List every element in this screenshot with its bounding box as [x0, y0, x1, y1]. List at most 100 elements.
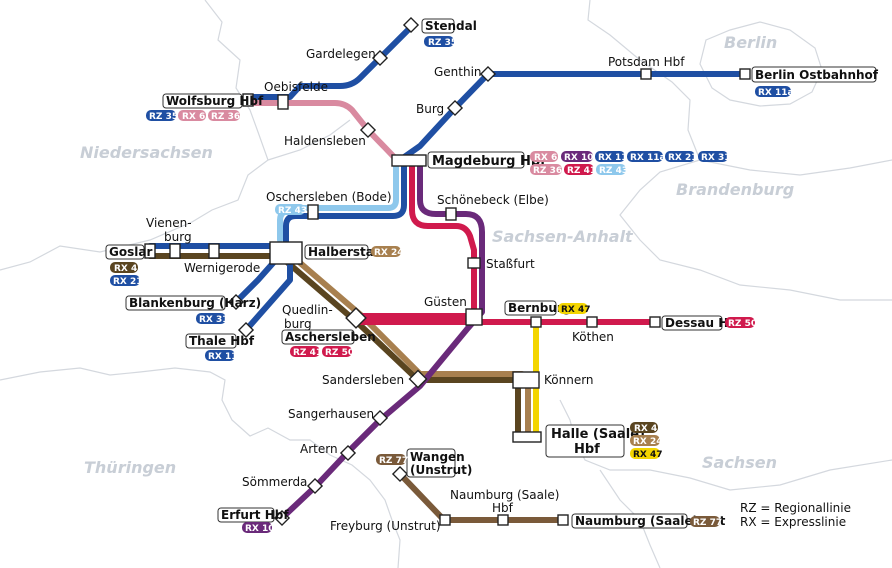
badge-halle-1: RX 24 [633, 437, 663, 447]
badge-erfurt-0: RX 10 [245, 524, 275, 534]
label-aschersleben: Aschersleben [285, 330, 376, 344]
marker-guesten [465, 308, 483, 326]
marker-bernburg [530, 316, 542, 328]
label-vienenburg-1: Vienen- [146, 216, 192, 230]
marker-blankenburg [227, 293, 245, 311]
marker-wangen [391, 465, 409, 483]
marker-stendal [402, 16, 420, 34]
label-blankenburg: Blankenburg (Harz) [129, 296, 261, 310]
badge-dessau-0: RZ 50 [728, 319, 757, 329]
marker-schoenebeck [445, 207, 457, 221]
label-bernburg: Bernburg [508, 301, 571, 315]
marker-halberstadt [269, 241, 303, 265]
label-vienenburg-2: burg [164, 230, 192, 244]
line-rx11-east [397, 71, 748, 163]
region-brandenburg: Brandenburg [676, 180, 794, 199]
label-dessau: Dessau Hbf [665, 316, 743, 330]
label-naumburg-hbf-2: Hbf [492, 501, 514, 515]
badge-wolfsburg-0: RZ 35 [149, 112, 178, 122]
label-guesten: Güsten [424, 295, 467, 309]
marker-wernigerode [208, 243, 220, 259]
badge-aschersleben-1: RZ 50 [325, 348, 354, 358]
legend: RZ = Regionallinie RX = Expresslinie [740, 501, 851, 529]
label-oschersleben: Oschersleben (Bode) [266, 190, 392, 204]
label-naumburg-ost: Naumburg (Saale) Ost [575, 514, 726, 528]
label-stassfurt: Staßfurt [486, 257, 535, 271]
region-niedersachsen: Niedersachsen [80, 143, 213, 162]
badge-goslar-1: RX 21 [113, 277, 143, 287]
region-labels: Niedersachsen Berlin Brandenburg Sachsen… [80, 33, 794, 477]
label-erfurt: Erfurt Hbf [221, 508, 289, 522]
badge-bernburg-0: RX 47 [561, 305, 591, 315]
marker-erfurt [273, 509, 291, 527]
marker-genthin [479, 65, 497, 83]
label-wangen-1: Wangen [410, 450, 465, 464]
label-oebisfelde: Oebisfelde [264, 80, 328, 94]
badge-magdeburg-r2-2: RZ 43 [599, 166, 628, 176]
badge-magdeburg-r1-2: RX 11 [598, 153, 628, 163]
line-rx10 [279, 163, 485, 521]
region-berlin: Berlin [724, 33, 777, 52]
marker-stassfurt [467, 257, 481, 269]
line-rz41 [357, 163, 477, 319]
label-burg: Burg [416, 102, 444, 116]
line-rx24 [289, 253, 531, 441]
line-rx21 [147, 163, 407, 249]
region-sachsen: Sachsen [702, 453, 777, 472]
legend-rz: RZ = Regionallinie [740, 501, 851, 515]
label-stendal: Stendal [425, 19, 477, 33]
badge-wolfsburg-1: RX 6 [182, 112, 205, 122]
line-rx6 [247, 100, 398, 161]
badge-aschersleben-0: RZ 41 [293, 348, 322, 358]
badge-wolfsburg-2: RZ 36 [211, 112, 240, 122]
label-goslar: Goslar [109, 245, 152, 259]
marker-berlin-ost [739, 68, 751, 80]
label-wangen-2: (Unstrut) [410, 463, 472, 477]
marker-artern [339, 444, 357, 462]
badge-oschersleben-0: RZ 43 [278, 206, 307, 216]
label-haldensleben: Haldensleben [284, 134, 366, 148]
badge-berlin-0: RX 11a [758, 88, 794, 98]
label-gardelegen: Gardelegen [306, 47, 376, 61]
marker-sangerhausen [371, 409, 389, 427]
marker-burg [446, 99, 464, 117]
station-labels: Stendal Gardelegen Oebisfelde Wolfsburg … [109, 19, 879, 533]
station-markers [144, 16, 751, 527]
marker-wolfsburg [242, 93, 254, 107]
badge-wangen-0: RZ 77 [379, 456, 408, 466]
line-rz43 [277, 163, 399, 243]
line-rz35 [247, 23, 415, 100]
label-halle-2: Hbf [574, 442, 600, 457]
marker-vienenburg [169, 243, 181, 259]
label-wolfsburg: Wolfsburg Hbf [166, 94, 264, 108]
label-halberstadt: Halberstadt [308, 245, 388, 259]
badge-magdeburg-r2-1: RZ 41 [567, 166, 596, 176]
label-sangerhausen: Sangerhausen [288, 407, 374, 421]
badge-thale-0: RX 11 [208, 352, 238, 362]
badge-naumburg-ost-0: RZ 77 [693, 518, 722, 528]
label-thale: Thale Hbf [189, 334, 255, 348]
line-rx31 [233, 259, 277, 305]
station-boxes [105, 18, 877, 529]
marker-naumburg-hbf [497, 514, 509, 526]
badge-magdeburg-r1-1: RX 10 [564, 153, 594, 163]
marker-haldensleben [359, 121, 377, 139]
label-artern: Artern [300, 442, 338, 456]
marker-naumburg-ost [557, 514, 569, 526]
marker-soemmerda [306, 477, 324, 495]
badge-magdeburg-r1-3: RX 11a [630, 153, 666, 163]
marker-thale [237, 321, 255, 339]
legend-rx: RX = Expresslinie [740, 515, 846, 529]
line-rx4 [147, 253, 521, 441]
line-badges: RZ 35 RZ 35 RX 6 RZ 36 RX 11a RX 6 RX 10… [110, 36, 794, 534]
region-sachsen-anhalt: Sachsen-Anhalt [492, 227, 634, 246]
label-naumburg-hbf-1: Naumburg (Saale) [450, 488, 559, 502]
marker-dessau [649, 316, 661, 328]
marker-sandersleben [408, 369, 428, 389]
badge-magdeburg-r2-0: RZ 36 [533, 166, 562, 176]
marker-quedlinburg [345, 307, 367, 329]
marker-gardelegen [371, 49, 389, 67]
line-rx11-thale [243, 259, 293, 333]
marker-freyburg [439, 514, 451, 526]
